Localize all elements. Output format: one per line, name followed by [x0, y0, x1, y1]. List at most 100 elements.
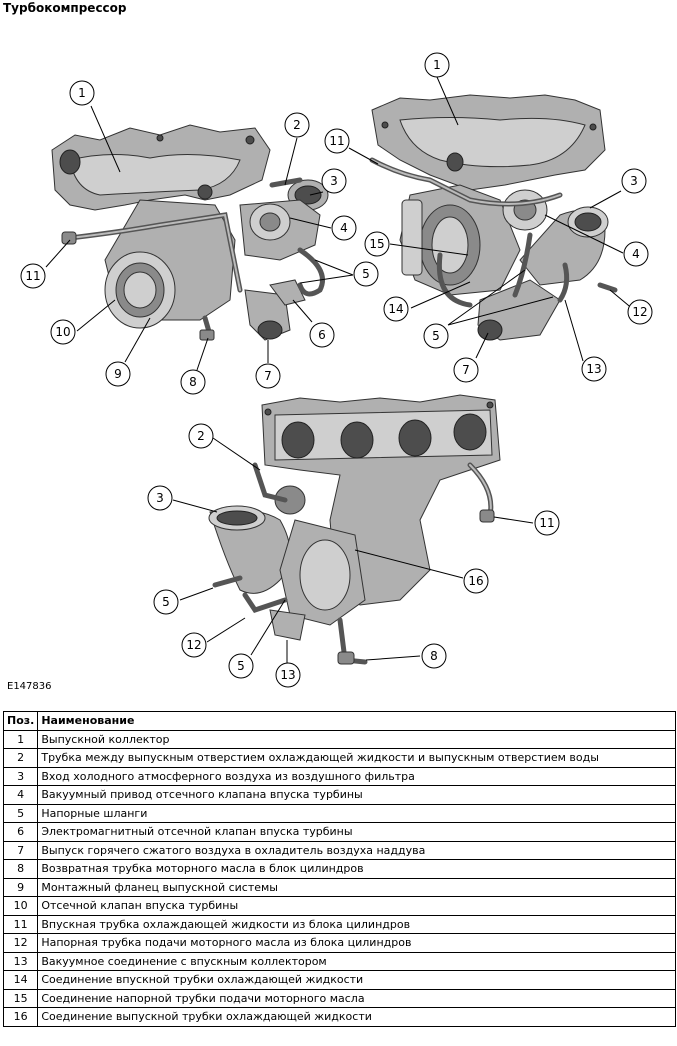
v3-port-1: [281, 421, 315, 459]
v2-callout-14: 14: [383, 296, 409, 322]
col-header-pos: Поз.: [2, 711, 39, 731]
row-name: Соединение выпускной трубки охлаждающей …: [37, 1007, 676, 1027]
svg-text:12: 12: [632, 305, 647, 319]
svg-text:5: 5: [432, 329, 440, 343]
v1-callout-1: 1: [69, 80, 95, 106]
row-pos: 12: [2, 933, 39, 953]
v2-callout-5: 5: [423, 323, 449, 349]
v2-callout-3: 3: [621, 168, 647, 194]
row-name: Выпуск горячего сжатого воздуха в охлади…: [37, 840, 676, 860]
row-name: Соединение впускной трубки охлаждающей ж…: [37, 970, 676, 990]
v3-callout-13: 13: [275, 662, 301, 688]
turbocharger-diagram: 1 2 3 4 5 6 7 8 9 10 11 1 11 3 4 15 14 5…: [20, 52, 653, 688]
svg-text:2: 2: [197, 429, 205, 443]
v2-callout-4: 4: [623, 241, 649, 267]
v1-callout-6: 6: [309, 322, 335, 348]
row-pos: 10: [2, 896, 39, 916]
view-3-turbocharger: [208, 394, 501, 665]
v1-callout-5: 5: [353, 261, 379, 287]
svg-text:13: 13: [280, 668, 295, 682]
row-pos: 5: [2, 803, 39, 823]
svg-text:12: 12: [186, 638, 201, 652]
svg-text:7: 7: [462, 363, 470, 377]
svg-text:13: 13: [586, 362, 601, 376]
row-pos: 3: [2, 766, 39, 786]
v2-callout-1: 1: [424, 52, 450, 78]
svg-text:1: 1: [78, 86, 86, 100]
v1-callout-8: 8: [180, 369, 206, 395]
svg-text:8: 8: [430, 649, 438, 663]
row-name: Вакуумное соединение с впускным коллекто…: [37, 951, 676, 971]
v3-callout-3: 3: [147, 485, 173, 511]
v2-callout-15: 15: [364, 231, 390, 257]
row-name: Вакуумный привод отсечного клапана впуск…: [37, 785, 676, 805]
svg-text:11: 11: [329, 134, 344, 148]
svg-text:5: 5: [237, 659, 245, 673]
view-2-turbocharger: [369, 94, 618, 341]
row-pos: 2: [2, 748, 39, 768]
v1-callout-7: 7: [255, 363, 281, 389]
svg-text:1: 1: [433, 58, 441, 72]
callouts-view-3: 2 3 11 16 5 12 5 13 8: [147, 423, 560, 688]
col-header-name: Наименование: [37, 711, 676, 731]
row-name: Возвратная трубка моторного масла в блок…: [37, 859, 676, 879]
row-pos: 14: [2, 970, 39, 990]
row-pos: 6: [2, 822, 39, 842]
row-name: Электромагнитный отсечной клапан впуска …: [37, 822, 676, 842]
row-name: Впускная трубка охлаждающей жидкости из …: [37, 914, 676, 934]
v1-callout-9: 9: [105, 361, 131, 387]
svg-text:4: 4: [632, 247, 640, 261]
v2-callout-11: 11: [324, 128, 350, 154]
v3-callout-12: 12: [181, 632, 207, 658]
v3-callout-8: 8: [421, 643, 447, 669]
svg-text:16: 16: [468, 574, 483, 588]
v2-callout-7: 7: [453, 357, 479, 383]
row-pos: 4: [2, 785, 39, 805]
svg-text:3: 3: [330, 174, 338, 188]
v1-callout-4: 4: [331, 215, 357, 241]
v3-port-2: [340, 421, 374, 459]
view-1-turbocharger: [51, 124, 329, 341]
v2-callout-13: 13: [581, 356, 607, 382]
svg-text:4: 4: [340, 221, 348, 235]
row-name: Отсечной клапан впуска турбины: [37, 896, 676, 916]
svg-text:15: 15: [369, 237, 384, 251]
v3-callout-2: 2: [188, 423, 214, 449]
row-pos: 11: [2, 914, 39, 934]
leader-lines: [45, 76, 635, 663]
svg-text:14: 14: [388, 302, 403, 316]
row-name: Вход холодного атмосферного воздуха из в…: [37, 766, 676, 786]
svg-text:11: 11: [25, 269, 40, 283]
v1-callout-2: 2: [284, 112, 310, 138]
row-name: Выпускной коллектор: [37, 729, 676, 749]
v3-port-4: [453, 413, 487, 451]
row-pos: 9: [2, 877, 39, 897]
row-pos: 16: [2, 1007, 39, 1027]
v3-callout-16: 16: [463, 568, 489, 594]
row-pos: 8: [2, 859, 39, 879]
v3-callout-11: 11: [534, 510, 560, 536]
row-pos: 7: [2, 840, 39, 860]
row-pos: 13: [2, 951, 39, 971]
svg-text:5: 5: [362, 267, 370, 281]
row-name: Трубка между выпускным отверстием охлажд…: [37, 748, 676, 768]
row-pos: 15: [2, 988, 39, 1008]
v3-callout-5b: 5: [228, 653, 254, 679]
svg-text:10: 10: [55, 325, 70, 339]
figure-code: E147836: [7, 681, 52, 692]
svg-text:3: 3: [630, 174, 638, 188]
